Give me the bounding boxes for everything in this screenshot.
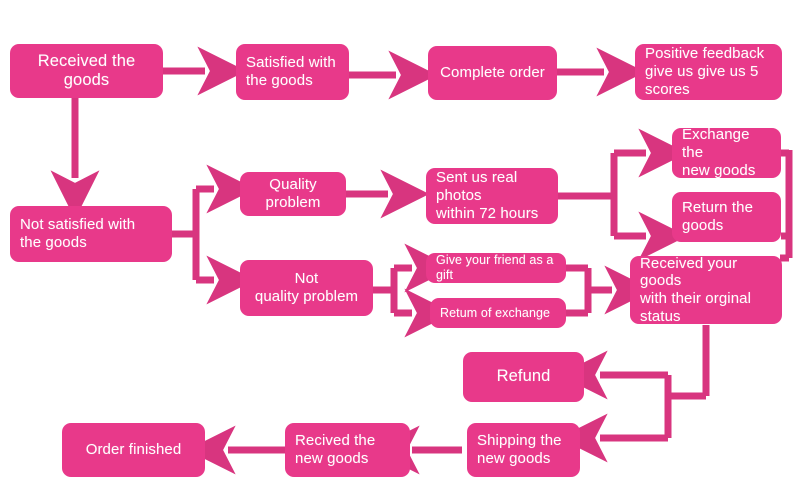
- node-label: Shipping the new goods: [477, 432, 562, 467]
- node-quality-problem[interactable]: Quality problem: [240, 172, 346, 216]
- node-received-your-goods[interactable]: Received your goods with their orginal s…: [630, 254, 782, 325]
- node-not-satisfied-with-the-goods[interactable]: Not satisfied with the goods: [10, 206, 172, 262]
- node-label: Not quality problem: [254, 270, 359, 305]
- node-sent-us-real-photos[interactable]: Sent us real photos within 72 hours: [426, 168, 558, 224]
- node-shipping-the-new-goods[interactable]: Shipping the new goods: [467, 423, 580, 477]
- node-label: Give your friend as a gift: [436, 253, 554, 282]
- node-not-quality-problem[interactable]: Not quality problem: [240, 260, 373, 316]
- node-label: Complete order: [440, 64, 545, 82]
- node-positive-feedback[interactable]: Positive feedback give us give us 5 scor…: [635, 44, 782, 100]
- node-label: Received your goods with their orginal s…: [640, 254, 752, 325]
- node-give-your-friend-as-a-gift[interactable]: Give your friend as a gift: [426, 253, 566, 283]
- node-label: Quality problem: [265, 176, 321, 211]
- node-label: Exchange the new goods: [682, 126, 756, 179]
- node-received-the-goods[interactable]: Received the goods: [10, 44, 163, 98]
- node-refund[interactable]: Refund: [463, 352, 584, 402]
- node-label: Order finished: [85, 441, 182, 459]
- node-recived-the-new-goods[interactable]: Recived the new goods: [285, 423, 410, 477]
- node-label: Refund: [496, 367, 551, 386]
- node-satisfied-with-the-goods[interactable]: Satisfied with the goods: [236, 44, 349, 100]
- node-label: Recived the new goods: [295, 432, 376, 467]
- node-label: Received the goods: [37, 51, 136, 89]
- node-label: Sent us real photos within 72 hours: [436, 169, 539, 222]
- node-label: Satisfied with the goods: [246, 54, 336, 89]
- node-order-finished[interactable]: Order finished: [62, 423, 205, 477]
- node-exchange-the-new-goods[interactable]: Exchange the new goods: [672, 126, 781, 179]
- node-complete-order[interactable]: Complete order: [428, 46, 557, 100]
- node-label: Positive feedback give us give us 5 scor…: [645, 45, 765, 98]
- node-return-the-goods[interactable]: Return the goods: [672, 192, 781, 242]
- node-label: Retum of exchange: [440, 305, 551, 320]
- edge-exchange-busline: [781, 153, 790, 236]
- node-label: Not satisfied with the goods: [20, 216, 136, 251]
- node-return-of-exchange[interactable]: Retum of exchange: [430, 298, 566, 328]
- node-label: Return the goods: [682, 199, 754, 234]
